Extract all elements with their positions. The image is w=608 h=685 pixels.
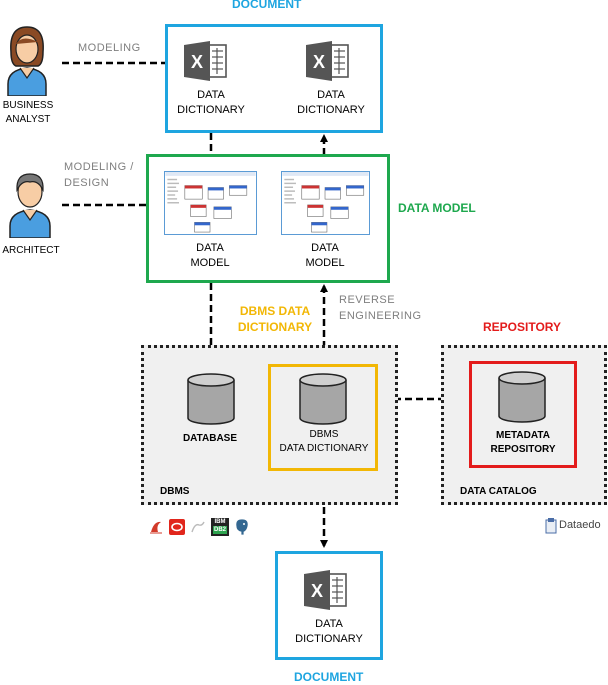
ibm-db2-icon: IBM DB2: [211, 518, 229, 536]
architect-label: ARCHITECT: [2, 245, 60, 256]
svg-text:X: X: [191, 52, 203, 72]
business-analyst-label-line1: BUSINESS: [2, 100, 54, 111]
reverse-engineering-label-line1: REVERSE: [339, 294, 396, 306]
doc-item-label-line1: DATA: [197, 89, 225, 101]
dbms-dictionary-label-line1: DBMS: [309, 429, 339, 440]
svg-text:X: X: [313, 52, 325, 72]
business-analyst-avatar-icon: [7, 26, 47, 96]
database-label: DATABASE: [182, 433, 238, 444]
modeling-design-label-line1: MODELING /: [64, 161, 134, 173]
repository-title: REPOSITORY: [483, 320, 562, 334]
database-icon: [498, 371, 546, 423]
svg-text:X: X: [311, 581, 323, 601]
data-model-label-line1: DATA: [196, 242, 224, 254]
dbms-label: DBMS: [160, 486, 190, 497]
dbms-dictionary-label-line2: DATA DICTIONARY: [279, 443, 369, 454]
bottom-doc-label-line1: DATA: [315, 618, 343, 630]
data-model-thumbnail: [164, 171, 257, 235]
ibm-text: IBM: [214, 519, 226, 525]
modeling-label: MODELING: [78, 42, 141, 54]
oracle-icon: [169, 519, 185, 535]
excel-icon: X: [304, 570, 347, 610]
metadata-repository-label-line2: REPOSITORY: [490, 444, 556, 455]
dataedo-label: Dataedo: [559, 519, 601, 531]
database-icon: [299, 373, 347, 425]
data-model-title: DATA MODEL: [398, 201, 476, 215]
dbms-data-dictionary-title-line1: DBMS DATA: [239, 304, 311, 318]
doc-item-label-line2: DICTIONARY: [177, 104, 245, 116]
data-model-label-line2: MODEL: [190, 257, 230, 269]
doc-item-label-line2: DICTIONARY: [297, 104, 365, 116]
data-model-thumbnail: [281, 171, 370, 235]
mysql-icon: [191, 521, 205, 533]
database-icon: [187, 373, 235, 425]
business-analyst-label-line2: ANALYST: [5, 114, 51, 125]
data-model-label-line1: DATA: [311, 242, 339, 254]
excel-icon: X: [184, 41, 227, 81]
data-model-label-line2: MODEL: [305, 257, 345, 269]
excel-icon: X: [306, 41, 349, 81]
bottom-doc-label-line2: DICTIONARY: [295, 633, 363, 645]
sql-server-icon: [150, 521, 162, 534]
bottom-document-title: DOCUMENT: [294, 670, 364, 684]
modeling-design-label-line2: DESIGN: [64, 177, 110, 189]
metadata-repository-label-line1: METADATA: [496, 430, 550, 441]
dbms-data-dictionary-title-line2: DICTIONARY: [237, 320, 313, 334]
doc-item-label-line1: DATA: [317, 89, 345, 101]
postgresql-icon: [235, 518, 249, 536]
top-document-title: DOCUMENT: [232, 0, 302, 11]
dataedo-icon: [545, 518, 557, 534]
db2-text: DB2: [213, 526, 227, 534]
data-catalog-label: DATA CATALOG: [460, 486, 537, 497]
architect-avatar-icon: [9, 173, 51, 238]
reverse-engineering-label-line2: ENGINEERING: [339, 310, 422, 322]
